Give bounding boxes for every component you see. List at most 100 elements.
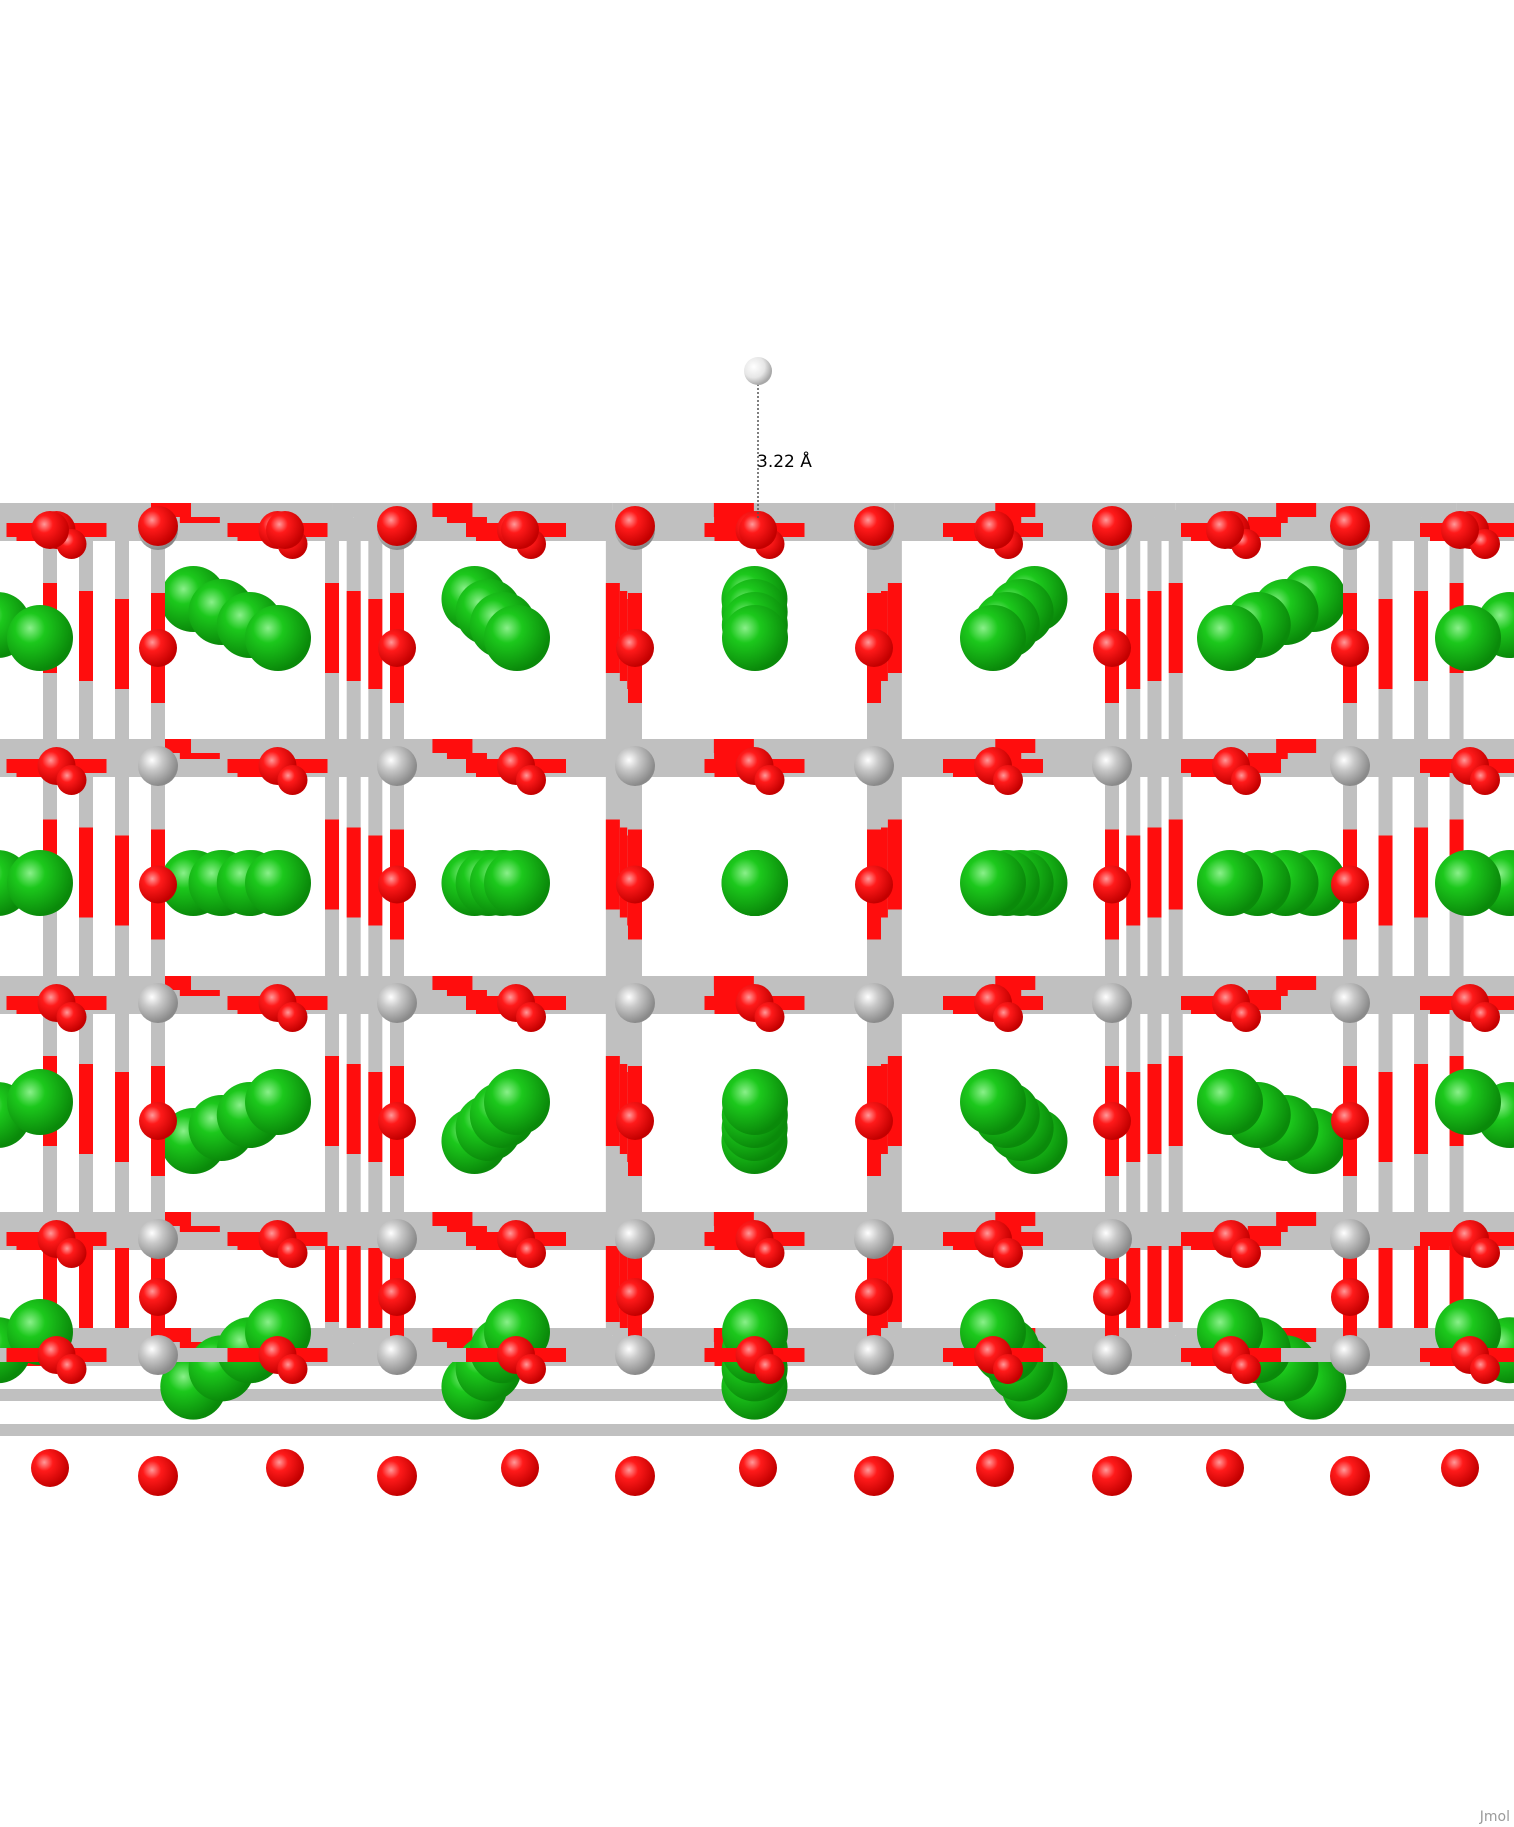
chlorine-atom bbox=[722, 605, 788, 671]
oxygen-atom bbox=[138, 506, 178, 546]
oxygen-atom bbox=[1231, 765, 1261, 795]
oxygen-atom bbox=[1331, 629, 1369, 667]
oxygen-atom bbox=[501, 511, 539, 549]
oxygen-atom bbox=[1331, 865, 1369, 904]
metal-atom bbox=[854, 983, 894, 1023]
oxygen-atom bbox=[516, 1354, 546, 1384]
oxygen-atom bbox=[616, 1278, 654, 1316]
chlorine-atom bbox=[1197, 850, 1263, 916]
oxygen-atom bbox=[854, 1456, 894, 1496]
oxygen-atom bbox=[615, 506, 655, 546]
oxygen-atom bbox=[616, 865, 654, 904]
distance-measurement[interactable]: 3.22 Å bbox=[744, 357, 812, 518]
oxygen-atom bbox=[616, 1102, 654, 1140]
metal-atom bbox=[615, 1219, 655, 1259]
chlorine-atom bbox=[245, 850, 311, 916]
metal-atom bbox=[1330, 746, 1370, 786]
metal-atom bbox=[1092, 746, 1132, 786]
oxygen-atom bbox=[1331, 1102, 1369, 1140]
metal-atom bbox=[1092, 1219, 1132, 1259]
oxygen-atom bbox=[854, 506, 894, 546]
chlorine-atom bbox=[960, 850, 1026, 916]
chlorine-atom bbox=[722, 1069, 788, 1135]
oxygen-atom bbox=[855, 865, 893, 904]
oxygen-atom bbox=[1206, 1449, 1244, 1487]
oxygen-atom bbox=[1470, 1354, 1500, 1384]
chlorine-atom bbox=[1435, 1069, 1501, 1135]
oxygen-atom bbox=[754, 1238, 785, 1268]
oxygen-atom bbox=[1231, 1238, 1261, 1268]
metal-atom bbox=[138, 1219, 178, 1259]
oxygen-atom bbox=[31, 1449, 69, 1487]
oxygen-atom bbox=[378, 865, 416, 904]
metal-atom bbox=[377, 1219, 417, 1259]
oxygen-atom bbox=[1441, 1449, 1479, 1487]
oxygen-atom bbox=[1331, 1278, 1369, 1316]
metal-atom bbox=[1330, 983, 1370, 1023]
oxygen-atom bbox=[855, 1278, 893, 1316]
chlorine-atom bbox=[7, 605, 73, 671]
oxygen-atom bbox=[501, 1449, 539, 1487]
oxygen-atom bbox=[615, 1456, 655, 1496]
metal-atom bbox=[615, 746, 655, 786]
metal-atom bbox=[138, 983, 178, 1023]
metal-atom bbox=[1330, 1219, 1370, 1259]
metal-atom bbox=[377, 983, 417, 1023]
oxygen-atom bbox=[855, 629, 893, 667]
oxygen-atom bbox=[378, 1102, 416, 1140]
oxygen-atom bbox=[976, 1449, 1014, 1487]
chlorine-atom bbox=[1435, 605, 1501, 671]
oxygen-atom bbox=[56, 1354, 87, 1384]
chlorine-atom bbox=[1435, 850, 1501, 916]
metal-atom bbox=[615, 1335, 655, 1375]
metal-atom bbox=[615, 983, 655, 1023]
jmol-watermark: Jmol bbox=[1479, 1809, 1510, 1825]
oxygen-atom bbox=[1330, 506, 1370, 546]
oxygen-atom bbox=[616, 629, 654, 667]
oxygen-atom bbox=[1470, 1002, 1500, 1032]
metal-atom bbox=[377, 1335, 417, 1375]
oxygen-atom bbox=[993, 1238, 1023, 1268]
oxygen-atom bbox=[1441, 511, 1479, 549]
metal-atom bbox=[854, 1219, 894, 1259]
oxygen-atom bbox=[739, 1449, 777, 1487]
oxygen-atom bbox=[993, 1002, 1023, 1032]
chlorine-atom bbox=[722, 850, 788, 916]
atom-layer bbox=[31, 506, 1500, 1496]
oxygen-atom bbox=[56, 1002, 87, 1032]
oxygen-atom bbox=[139, 865, 177, 904]
metal-atom bbox=[138, 746, 178, 786]
chlorine-atom bbox=[484, 605, 550, 671]
chlorine-atom bbox=[484, 850, 550, 916]
chlorine-atom bbox=[484, 1069, 550, 1135]
oxygen-atom bbox=[1093, 629, 1131, 667]
metal-atom bbox=[1092, 1335, 1132, 1375]
metal-atom bbox=[377, 746, 417, 786]
oxygen-atom bbox=[378, 629, 416, 667]
oxygen-atom bbox=[277, 1238, 308, 1268]
oxygen-atom bbox=[266, 1449, 304, 1487]
chlorine-atom bbox=[245, 1069, 311, 1135]
metal-atom bbox=[854, 1335, 894, 1375]
oxygen-atom bbox=[1206, 511, 1244, 549]
metal-atom bbox=[1330, 1335, 1370, 1375]
oxygen-atom bbox=[739, 511, 777, 549]
oxygen-atom bbox=[139, 1102, 177, 1140]
oxygen-atom bbox=[139, 1278, 177, 1316]
measurement-label: 3.22 Å bbox=[757, 450, 812, 472]
oxygen-atom bbox=[266, 511, 304, 549]
oxygen-atom bbox=[976, 511, 1014, 549]
chlorine-atom bbox=[960, 605, 1026, 671]
chlorine-atom bbox=[1197, 1069, 1263, 1135]
oxygen-atom bbox=[516, 765, 546, 795]
oxygen-atom bbox=[1470, 1238, 1500, 1268]
oxygen-atom bbox=[516, 1238, 546, 1268]
metal-atom bbox=[138, 1335, 178, 1375]
oxygen-atom bbox=[1330, 1456, 1370, 1496]
oxygen-atom bbox=[377, 1456, 417, 1496]
hydrogen-atom[interactable] bbox=[744, 357, 772, 385]
oxygen-atom bbox=[277, 1354, 308, 1384]
oxygen-atom bbox=[1231, 1354, 1261, 1384]
oxygen-atom bbox=[31, 511, 69, 549]
